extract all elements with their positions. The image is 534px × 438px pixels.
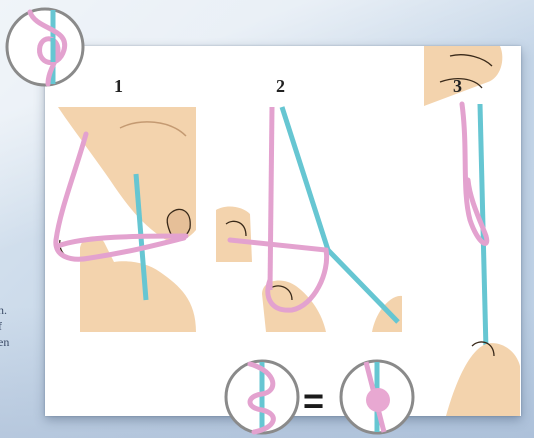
bead-knot-icon — [341, 361, 413, 433]
step-number-1: 1 — [114, 76, 123, 97]
step-number-3: 3 — [453, 76, 462, 97]
pink-cord-2 — [270, 107, 272, 290]
panel-3 — [424, 46, 520, 416]
blue-cord-2 — [282, 107, 328, 250]
knot-loop-icon — [7, 9, 83, 85]
hand-left — [216, 207, 252, 262]
step-number-2: 2 — [276, 76, 285, 97]
double-loop-icon — [226, 361, 298, 433]
panel-1 — [56, 107, 196, 332]
panel-2 — [216, 107, 402, 332]
hand-bottom-3 — [446, 343, 520, 416]
equals-sign: = — [303, 383, 324, 419]
